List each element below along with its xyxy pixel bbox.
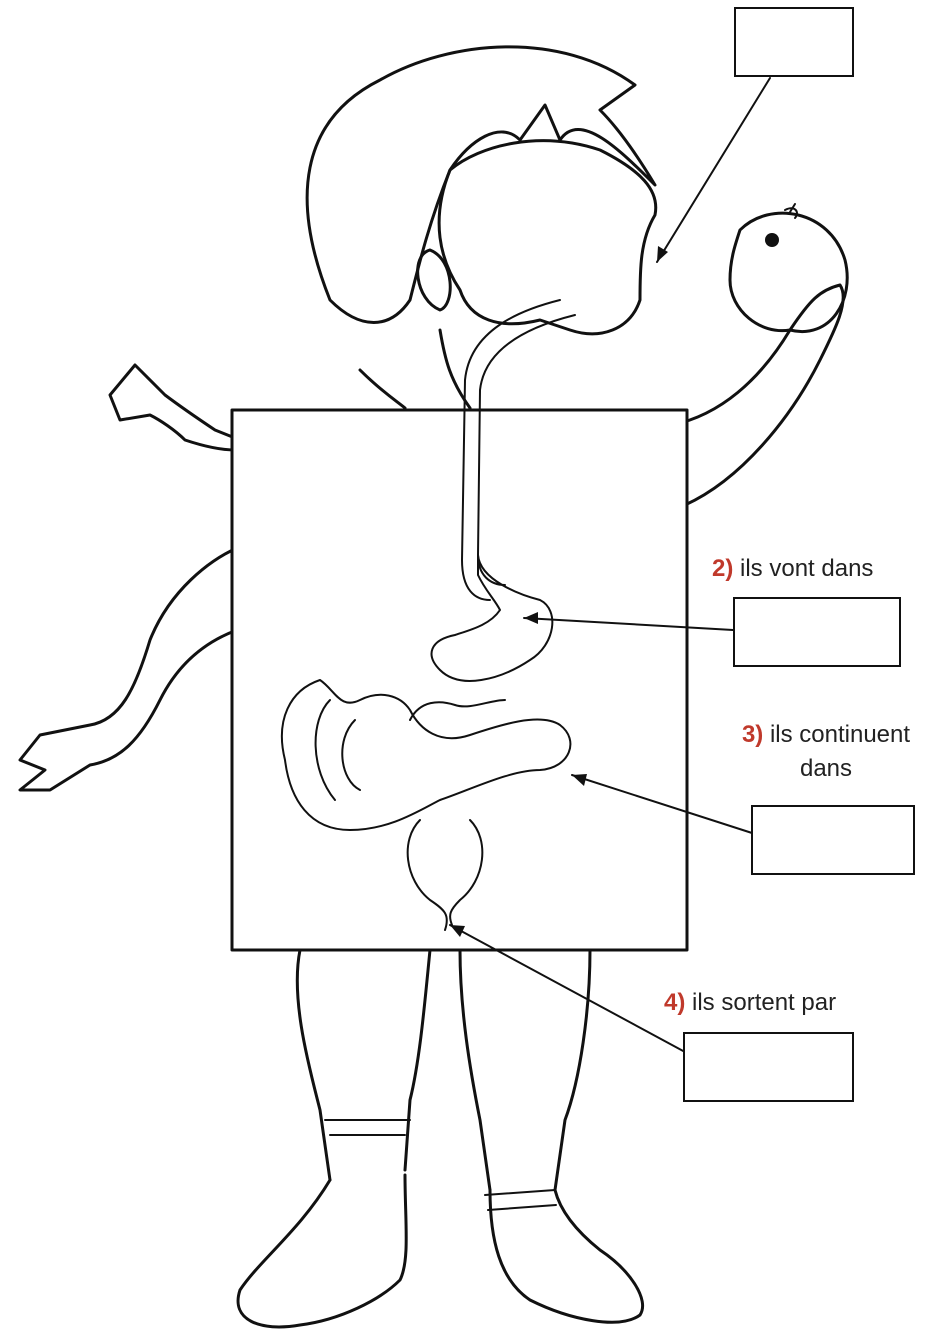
label-text: ils sortent par	[692, 989, 836, 1016]
left-arm-upper	[110, 365, 235, 450]
socks	[325, 1120, 556, 1210]
neck	[360, 330, 470, 408]
label-number: 3)	[742, 721, 763, 748]
label-number: 2)	[712, 555, 733, 582]
answer-box-anus[interactable]	[683, 1032, 854, 1102]
face	[439, 141, 656, 334]
left-shoe	[238, 1175, 406, 1327]
answer-box-stomach[interactable]	[733, 597, 901, 667]
label-text: ils continuent dans	[770, 721, 910, 782]
apple-icon	[730, 204, 847, 332]
label-stomach: 2) ils vont dans	[712, 552, 922, 586]
answer-box-mouth[interactable]	[734, 7, 854, 77]
label-intestines: 3) ils continuent dans	[720, 718, 932, 785]
arrow-mouth	[657, 78, 770, 262]
hair	[307, 47, 655, 323]
label-text: ils vont dans	[740, 555, 873, 582]
right-arm	[672, 285, 843, 505]
legs	[297, 950, 590, 1190]
right-shoe	[490, 1190, 643, 1322]
label-anus: 4) ils sortent par	[664, 986, 904, 1020]
left-arm-lower	[20, 548, 237, 790]
answer-box-intestines[interactable]	[751, 805, 915, 875]
label-number: 4)	[664, 989, 685, 1016]
